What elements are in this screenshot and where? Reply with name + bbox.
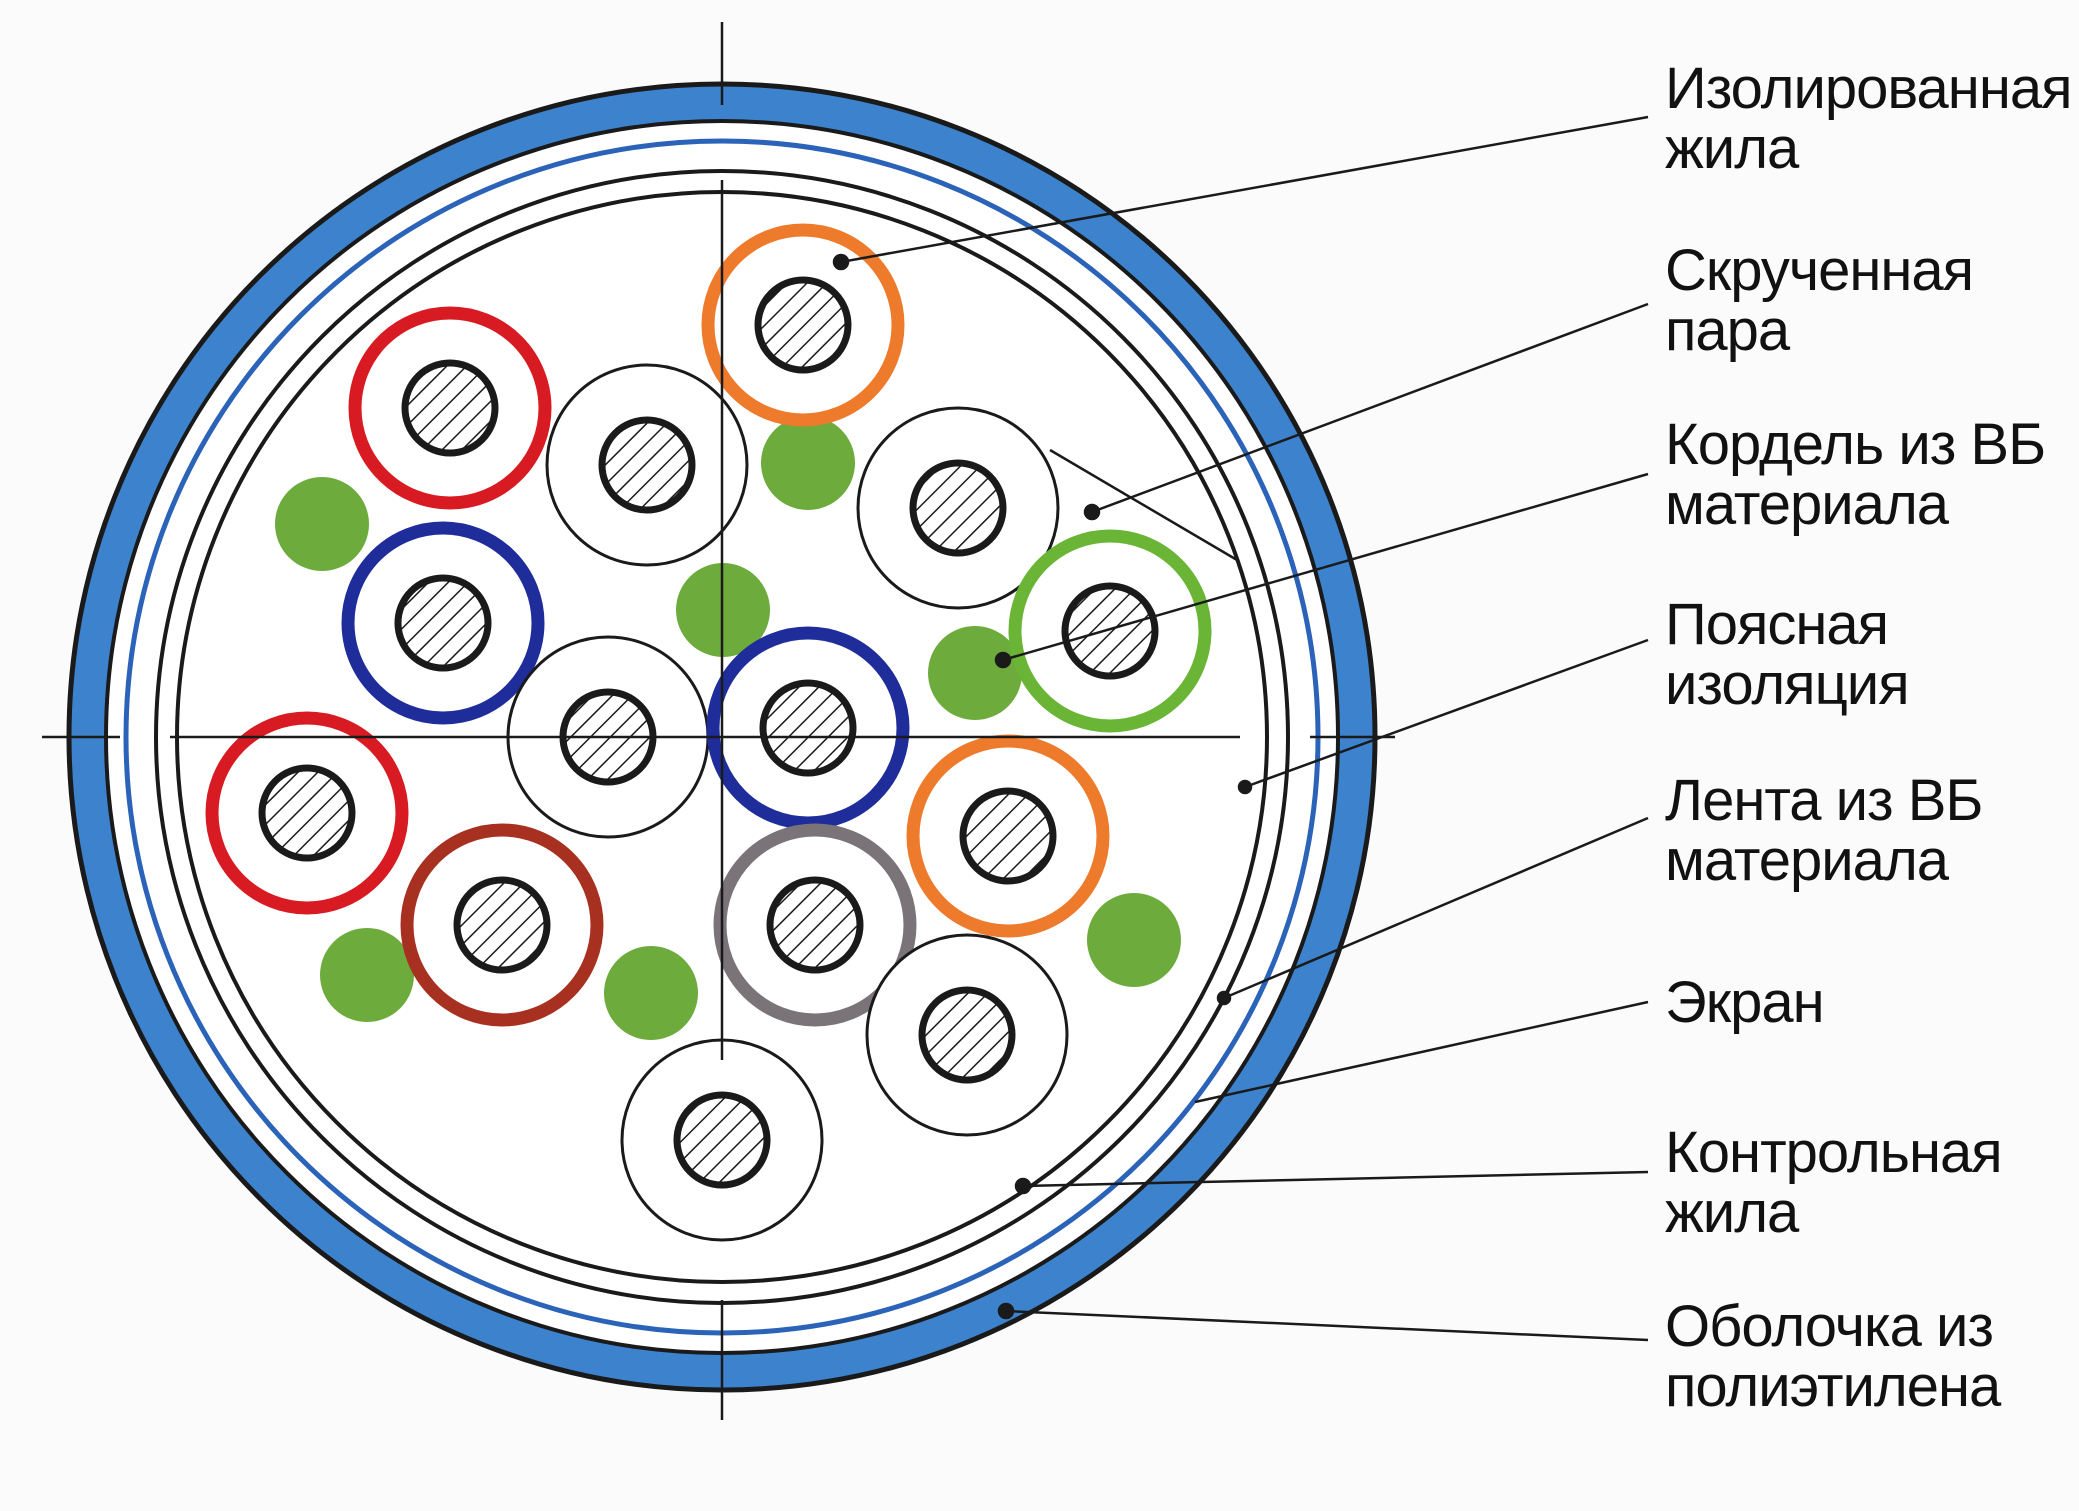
vb-cord-filler [1087,893,1181,987]
vb-cord-filler [275,477,369,571]
insulated-core-white [620,1038,824,1242]
core-conductor [759,679,857,777]
insulated-cores [205,223,1212,1242]
insulated-core-white [865,933,1069,1137]
insulated-core-blue [341,521,545,725]
insulated-core-brown [400,823,604,1027]
insulated-core-blue [706,626,910,830]
core-conductor [401,359,499,457]
vb-cord-filler [320,928,414,1022]
vb-cord-filler [928,626,1022,720]
core-conductor [258,764,356,862]
leader-lines [832,115,1649,1342]
core-conductor [909,459,1007,557]
core-conductor [453,876,551,974]
vb-cord-filler [761,416,855,510]
core-conductor [918,986,1016,1084]
insulated-core-gray [713,823,917,1027]
core-conductor [959,787,1057,885]
core-conductor [1061,582,1159,680]
label-screen: Экран [1665,970,1824,1035]
core-conductor [673,1091,771,1189]
insulated-core-green [1008,529,1212,733]
core-conductor [598,416,696,514]
core-conductor [394,574,492,672]
insulated-core-red [205,711,409,915]
insulated-core-white [856,406,1060,610]
center-crosshair [42,22,1395,1420]
vb-cord-filler [604,946,698,1040]
core-conductor [766,876,864,974]
insulated-core-orange [701,223,905,427]
insulated-core-orange [906,734,1110,938]
insulated-core-red [348,306,552,510]
insulated-core-white [545,363,749,567]
core-conductor [754,276,852,374]
